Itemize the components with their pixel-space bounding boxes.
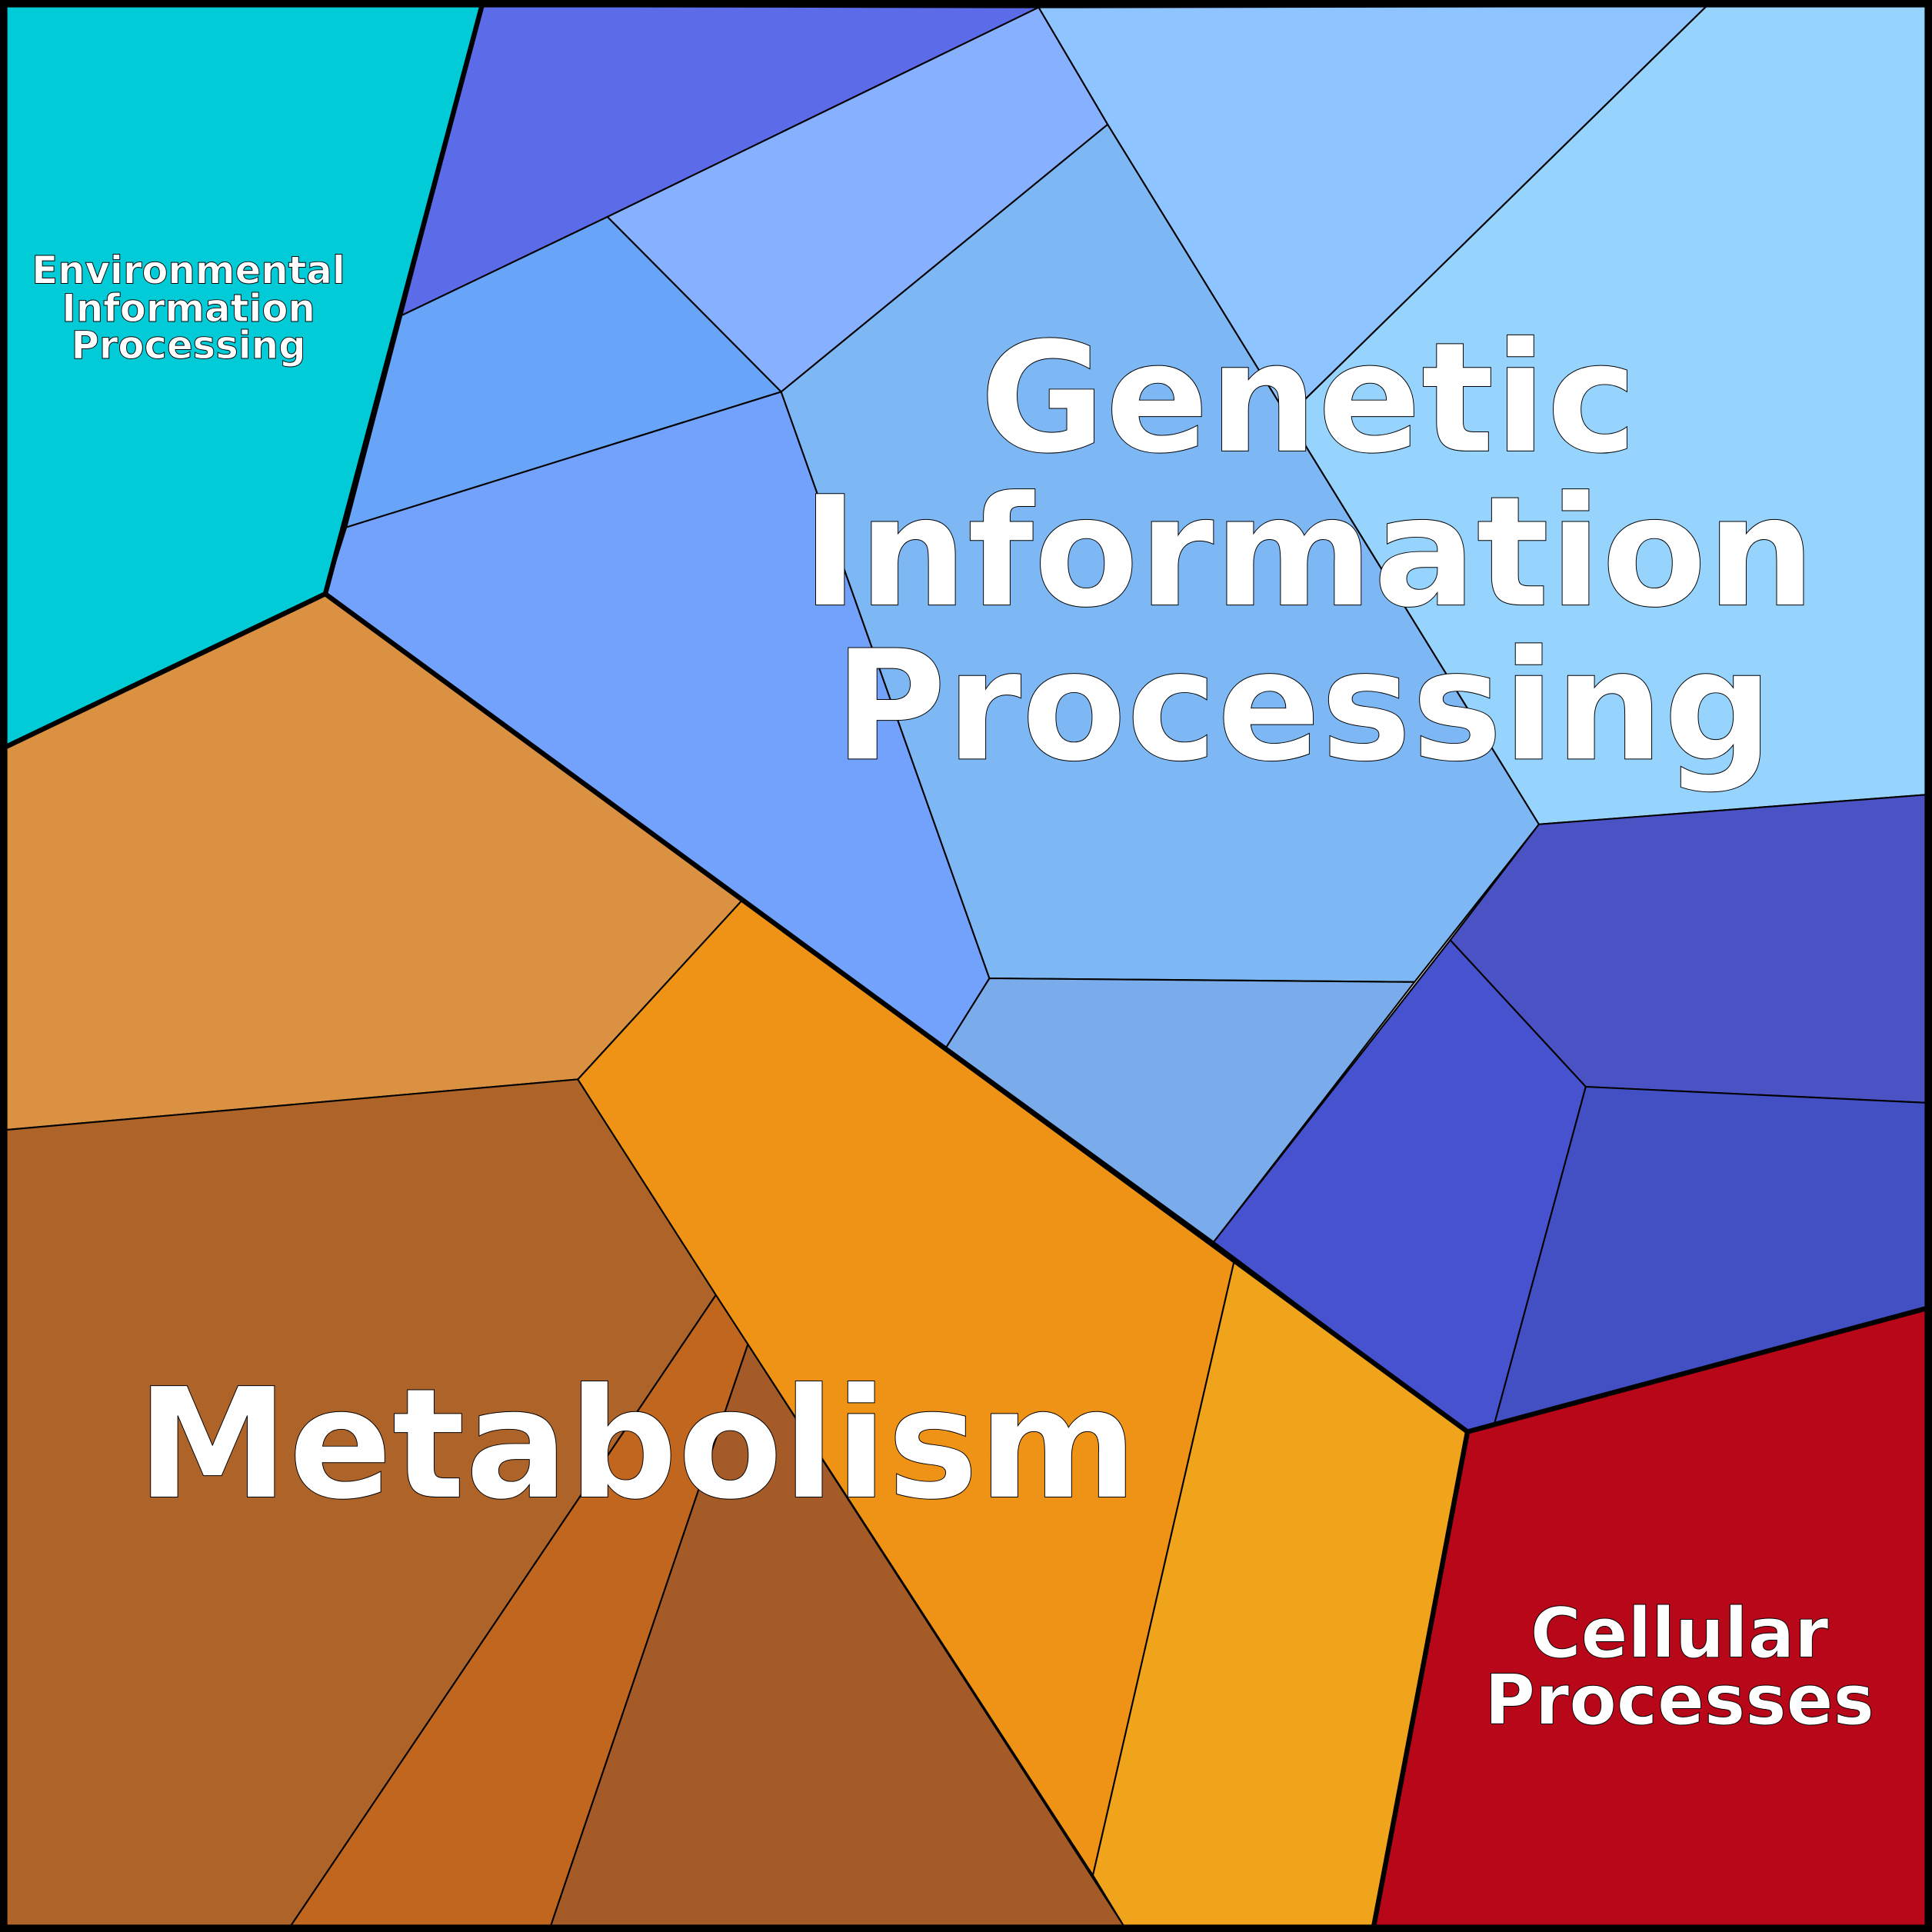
label-line: Cellular bbox=[1531, 1594, 1829, 1674]
label-line: Information bbox=[62, 286, 315, 331]
label-metabolism: Metabolism bbox=[136, 1355, 1138, 1534]
label-line: Information bbox=[801, 464, 1815, 641]
label-cellular: Cellular Processes bbox=[1484, 1594, 1875, 1740]
label-environmental: Environmental Information Processing bbox=[32, 248, 346, 368]
label-line: Processing bbox=[72, 323, 306, 368]
label-line: Processes bbox=[1484, 1661, 1874, 1740]
label-line: Genetic bbox=[980, 309, 1637, 487]
category-border bbox=[1371, 1431, 1471, 1927]
label-line: Processing bbox=[834, 618, 1774, 795]
label-line: Metabolism bbox=[137, 1355, 1138, 1533]
label-line: Environmental bbox=[32, 248, 345, 292]
label-genetic: Genetic Information Processing bbox=[801, 309, 1816, 795]
